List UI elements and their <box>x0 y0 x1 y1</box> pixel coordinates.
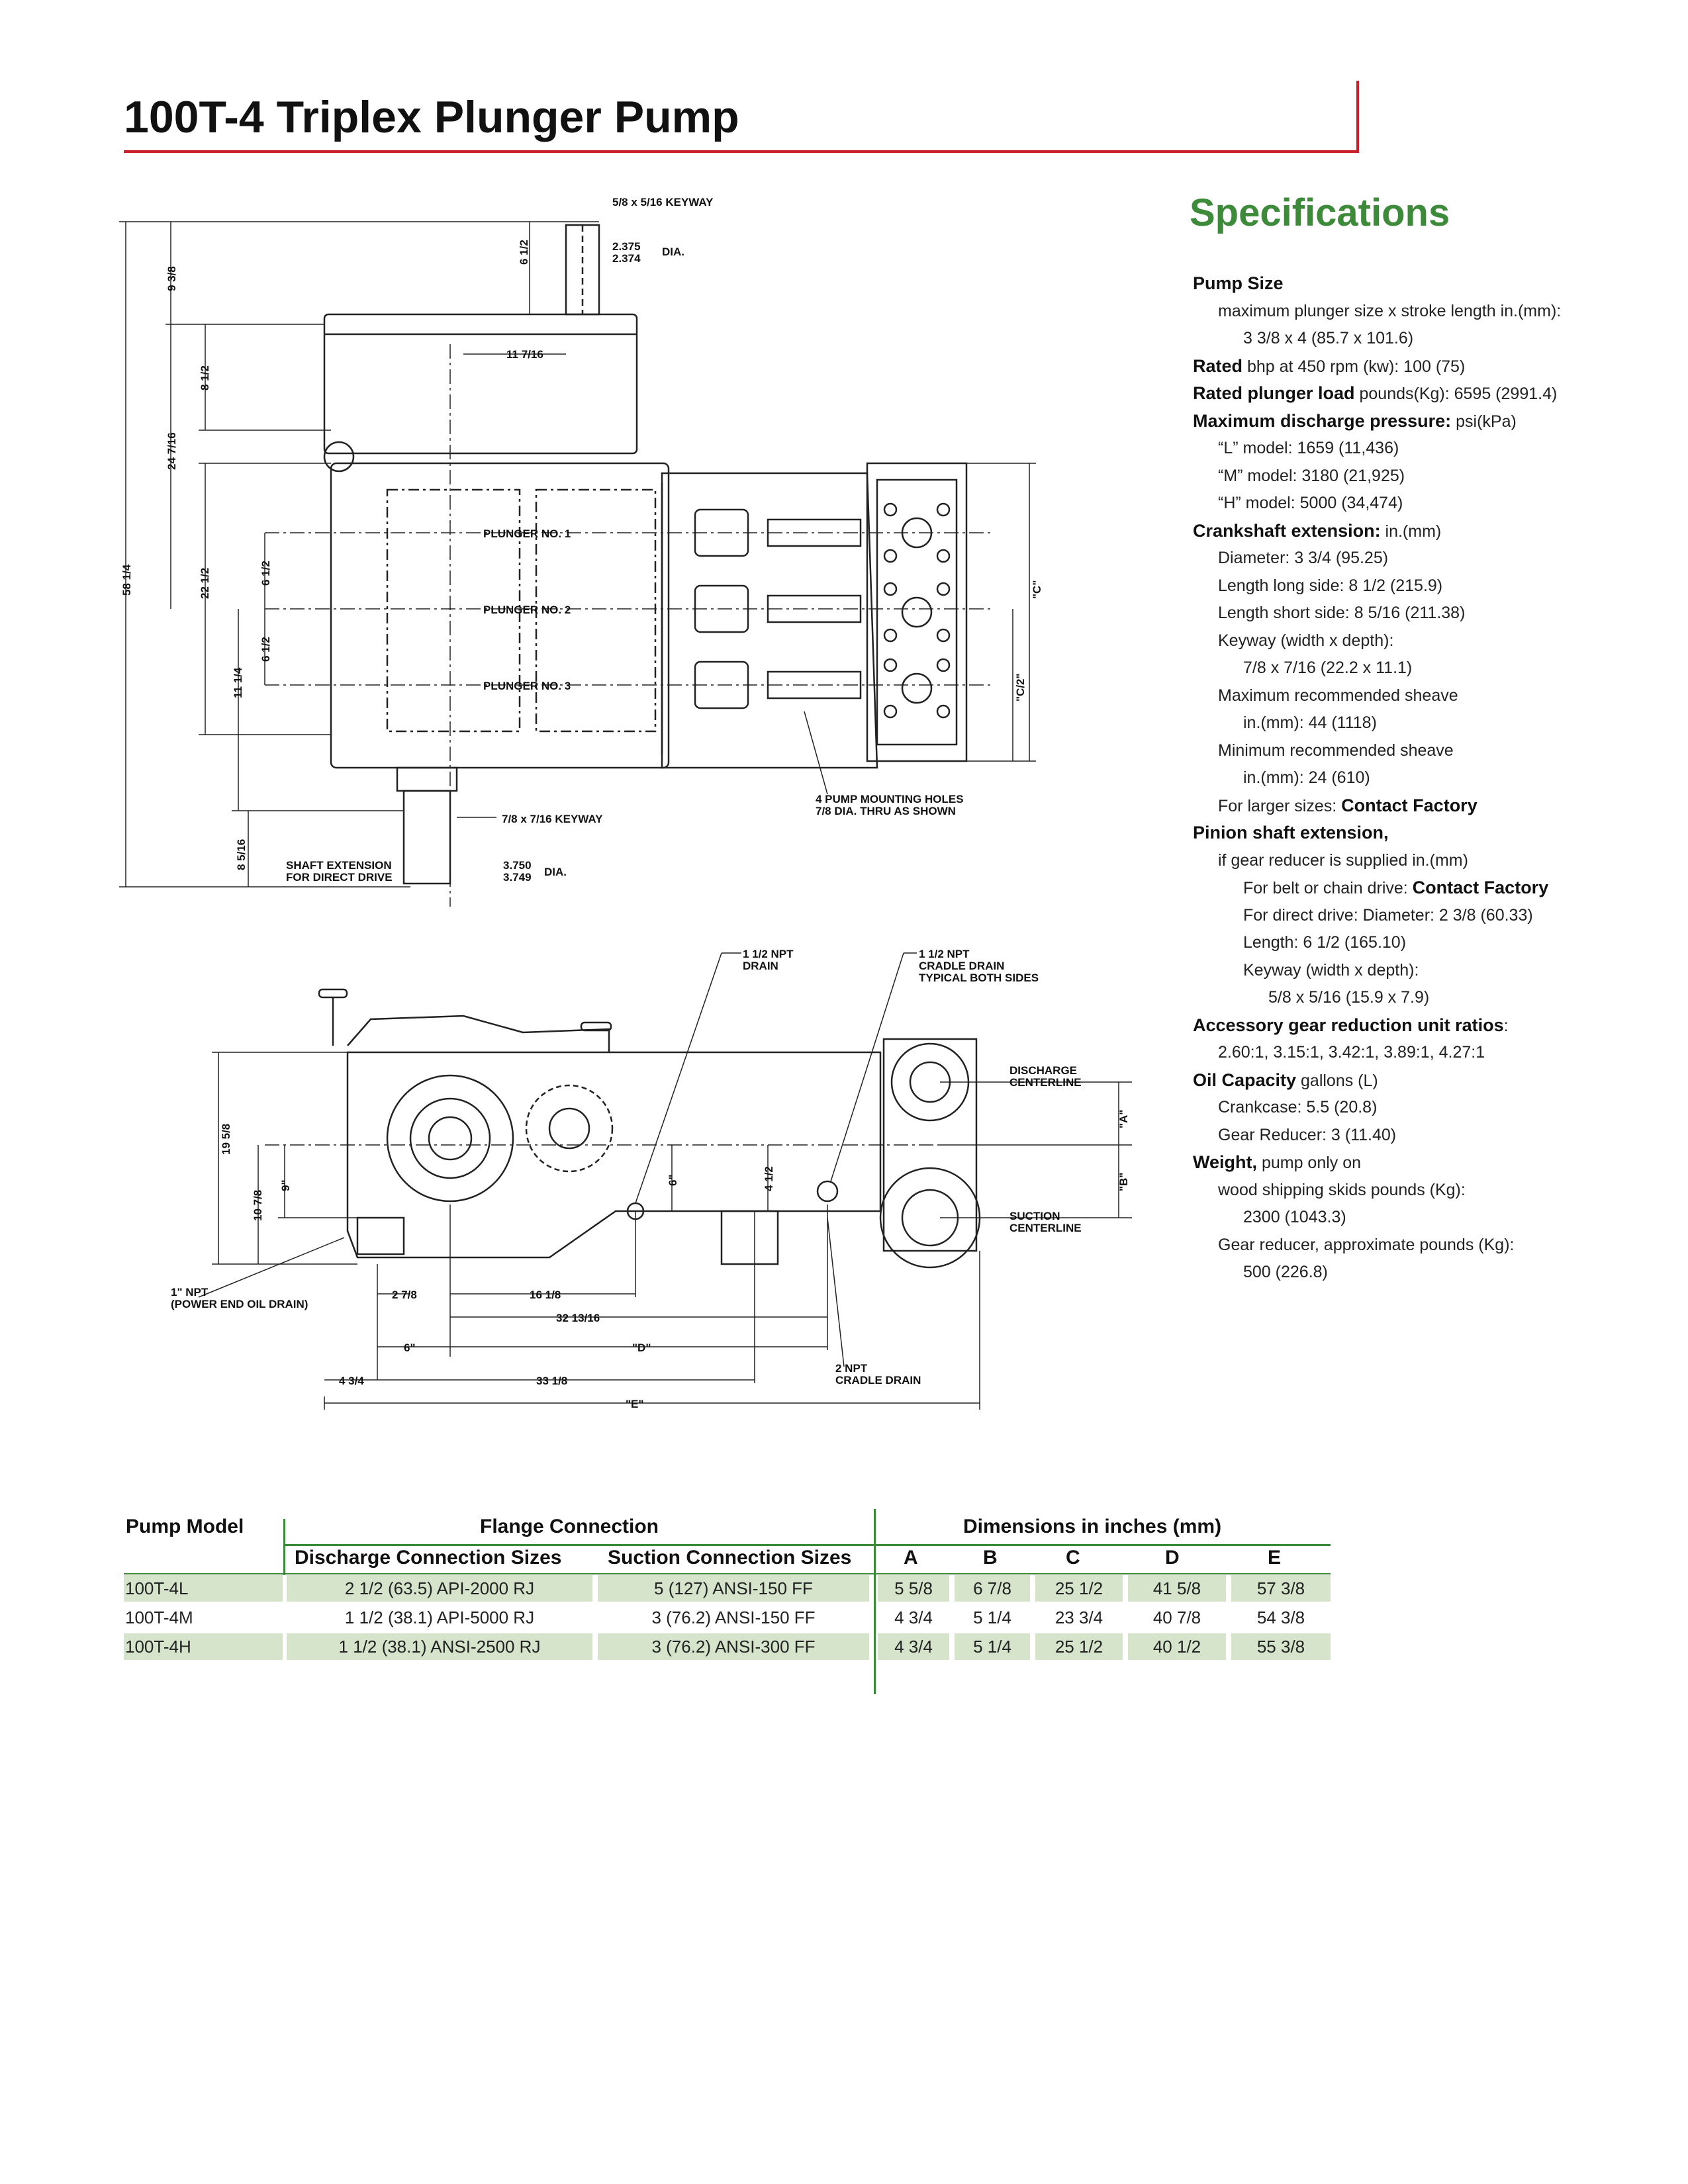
svg-text:58 1/4: 58 1/4 <box>120 564 133 596</box>
gear-reducer-body <box>323 313 638 455</box>
plunger-cover-left <box>386 488 521 733</box>
title-rule <box>124 150 1359 153</box>
fluid-end <box>866 462 968 762</box>
svg-text:11 7/16: 11 7/16 <box>506 348 543 361</box>
svg-text:2.374: 2.374 <box>612 252 641 265</box>
plunger-3-label: PLUNGER NO. 3 <box>483 680 571 692</box>
svg-text:1 1/2 NPT: 1 1/2 NPT <box>919 948 970 960</box>
header-dimensions: Dimensions in inches (mm) <box>963 1516 1222 1537</box>
svg-text:FOR DIRECT DRIVE: FOR DIRECT DRIVE <box>286 871 393 884</box>
svg-text:11 1/4: 11 1/4 <box>232 667 244 698</box>
svg-text:19 5/8: 19 5/8 <box>220 1124 232 1155</box>
svg-text:6 1/2: 6 1/2 <box>259 637 272 662</box>
svg-text:22 1/2: 22 1/2 <box>199 568 211 599</box>
svg-text:3.749: 3.749 <box>503 871 532 884</box>
table-row: 100T-4M <box>125 1608 193 1627</box>
svg-text:SHAFT EXTENSION: SHAFT EXTENSION <box>286 859 392 872</box>
svg-text:SUCTION: SUCTION <box>1009 1210 1060 1222</box>
svg-text:"C/2": "C/2" <box>1014 673 1027 702</box>
svg-text:32 13/16: 32 13/16 <box>556 1312 600 1324</box>
svg-text:8 5/16: 8 5/16 <box>235 839 248 870</box>
svg-text:10 7/8: 10 7/8 <box>252 1190 264 1221</box>
svg-text:33 1/8: 33 1/8 <box>536 1375 567 1387</box>
pump-drawing: 5/8 x 5/16 KEYWAY 2.375 2.374 DIA. 6 1/2… <box>119 196 1132 1410</box>
svg-text:(POWER END OIL DRAIN): (POWER END OIL DRAIN) <box>171 1298 308 1310</box>
svg-text:6 1/2: 6 1/2 <box>259 561 272 586</box>
header-flange: Flange Connection <box>480 1516 659 1537</box>
svg-text:6 1/2: 6 1/2 <box>518 240 530 265</box>
svg-text:4 PUMP MOUNTING HOLES: 4 PUMP MOUNTING HOLES <box>816 793 964 805</box>
header-suction: Suction Connection Sizes <box>608 1547 852 1569</box>
header-discharge: Discharge Connection Sizes <box>295 1547 562 1569</box>
svg-text:DIA.: DIA. <box>544 866 567 878</box>
table-row: 100T-4L <box>124 1575 283 1602</box>
svg-text:6": 6" <box>667 1174 679 1186</box>
svg-text:24 7/16: 24 7/16 <box>165 432 178 470</box>
svg-text:CRADLE DRAIN: CRADLE DRAIN <box>835 1374 921 1387</box>
svg-text:4 3/4: 4 3/4 <box>339 1375 364 1387</box>
keyway-bottom-label: 7/8 x 7/16 KEYWAY <box>502 813 603 825</box>
svg-text:7/8 DIA. THRU AS SHOWN: 7/8 DIA. THRU AS SHOWN <box>816 805 956 817</box>
svg-text:4 1/2: 4 1/2 <box>763 1166 775 1191</box>
header-a: A <box>904 1547 918 1569</box>
svg-text:"C": "C" <box>1031 580 1043 599</box>
fluid-end-ports <box>883 502 951 719</box>
svg-text:1" NPT: 1" NPT <box>171 1286 209 1298</box>
svg-text:2.375: 2.375 <box>612 240 641 253</box>
top-view-labels: 5/8 x 5/16 KEYWAY 2.375 2.374 DIA. 6 1/2… <box>120 196 1043 884</box>
svg-text:9 3/8: 9 3/8 <box>165 266 178 291</box>
svg-text:6": 6" <box>404 1342 416 1354</box>
header-pump-model: Pump Model <box>126 1516 244 1537</box>
specifications-list: Pump Size maximum plunger size x stroke … <box>1193 273 1562 1281</box>
svg-text:CRADLE DRAIN: CRADLE DRAIN <box>919 960 1004 972</box>
crank-flange <box>386 1074 514 1203</box>
header-e: E <box>1268 1547 1282 1569</box>
svg-text:"A": "A" <box>1117 1110 1130 1128</box>
svg-text:16 1/8: 16 1/8 <box>530 1289 561 1301</box>
svg-text:3.750: 3.750 <box>503 859 532 872</box>
specifications-heading: Specifications <box>1190 191 1450 234</box>
side-foot <box>720 1210 779 1265</box>
svg-text:CENTERLINE: CENTERLINE <box>1009 1076 1082 1089</box>
page-title: 100T-4 Triplex Plunger Pump <box>124 92 739 142</box>
side-frame <box>346 1051 882 1259</box>
side-view-labels: 1 1/2 NPT DRAIN 1 1/2 NPT CRADLE DRAIN T… <box>171 948 1130 1410</box>
header-b: B <box>983 1547 998 1569</box>
svg-text:TYPICAL BOTH SIDES: TYPICAL BOTH SIDES <box>919 972 1039 984</box>
svg-text:8 1/2: 8 1/2 <box>199 365 211 390</box>
svg-text:DRAIN: DRAIN <box>743 960 778 972</box>
breather-cap <box>323 441 355 473</box>
svg-text:DIA.: DIA. <box>662 246 684 258</box>
svg-text:2 NPT: 2 NPT <box>835 1362 868 1375</box>
svg-text:"E": "E" <box>626 1398 643 1410</box>
svg-text:DISCHARGE: DISCHARGE <box>1009 1064 1077 1077</box>
table-row: 100T-4H <box>124 1633 283 1660</box>
side-gear-top <box>347 1015 610 1052</box>
svg-text:2 7/8: 2 7/8 <box>392 1289 417 1301</box>
title-vertical-rule <box>1356 81 1359 153</box>
plunger-2-label: PLUNGER NO. 2 <box>483 604 571 616</box>
power-frame <box>330 462 670 769</box>
svg-text:"D": "D" <box>632 1342 651 1354</box>
plunger-cover-right <box>535 488 657 733</box>
svg-text:"B": "B" <box>1117 1173 1130 1191</box>
svg-text:CENTERLINE: CENTERLINE <box>1009 1222 1082 1234</box>
svg-text:1 1/2 NPT: 1 1/2 NPT <box>743 948 794 960</box>
svg-text:9": 9" <box>279 1179 292 1191</box>
header-c: C <box>1066 1547 1080 1569</box>
keyway-top-label: 5/8 x 5/16 KEYWAY <box>612 196 714 208</box>
bottom-shaft <box>402 790 451 885</box>
plunger-1-label: PLUNGER NO. 1 <box>483 527 571 540</box>
header-d: D <box>1165 1547 1180 1569</box>
side-breather <box>318 988 348 999</box>
